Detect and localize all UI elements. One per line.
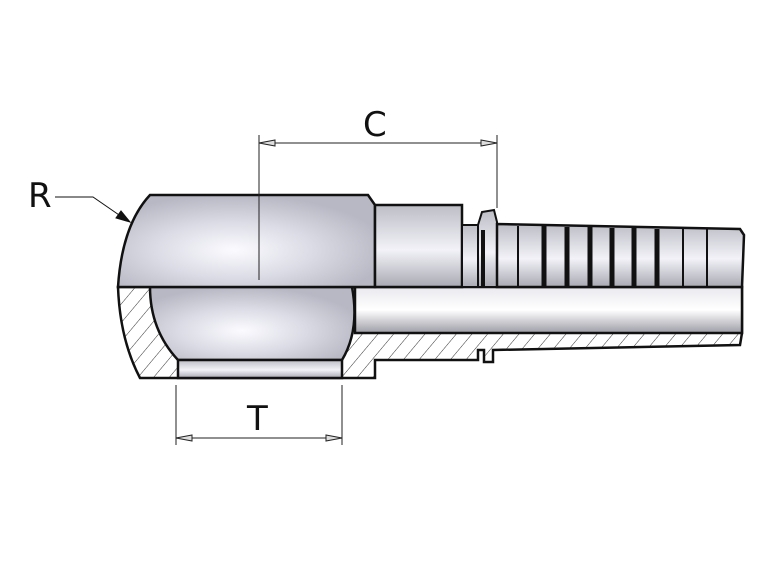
collar: [477, 208, 498, 288]
ball-cavity: [148, 285, 356, 362]
barb-grooves: [517, 226, 708, 287]
neck: [373, 203, 464, 289]
dimension-c: [258, 135, 498, 280]
step: [461, 224, 479, 288]
label-r: R: [28, 176, 52, 216]
label-t: T: [246, 399, 268, 439]
dimension-t: [175, 385, 343, 445]
port-opening: [176, 358, 344, 380]
hose-bore: [353, 285, 744, 335]
radius-leader: [55, 196, 132, 223]
label-c: C: [363, 105, 387, 145]
banjo-ring: [116, 193, 377, 289]
